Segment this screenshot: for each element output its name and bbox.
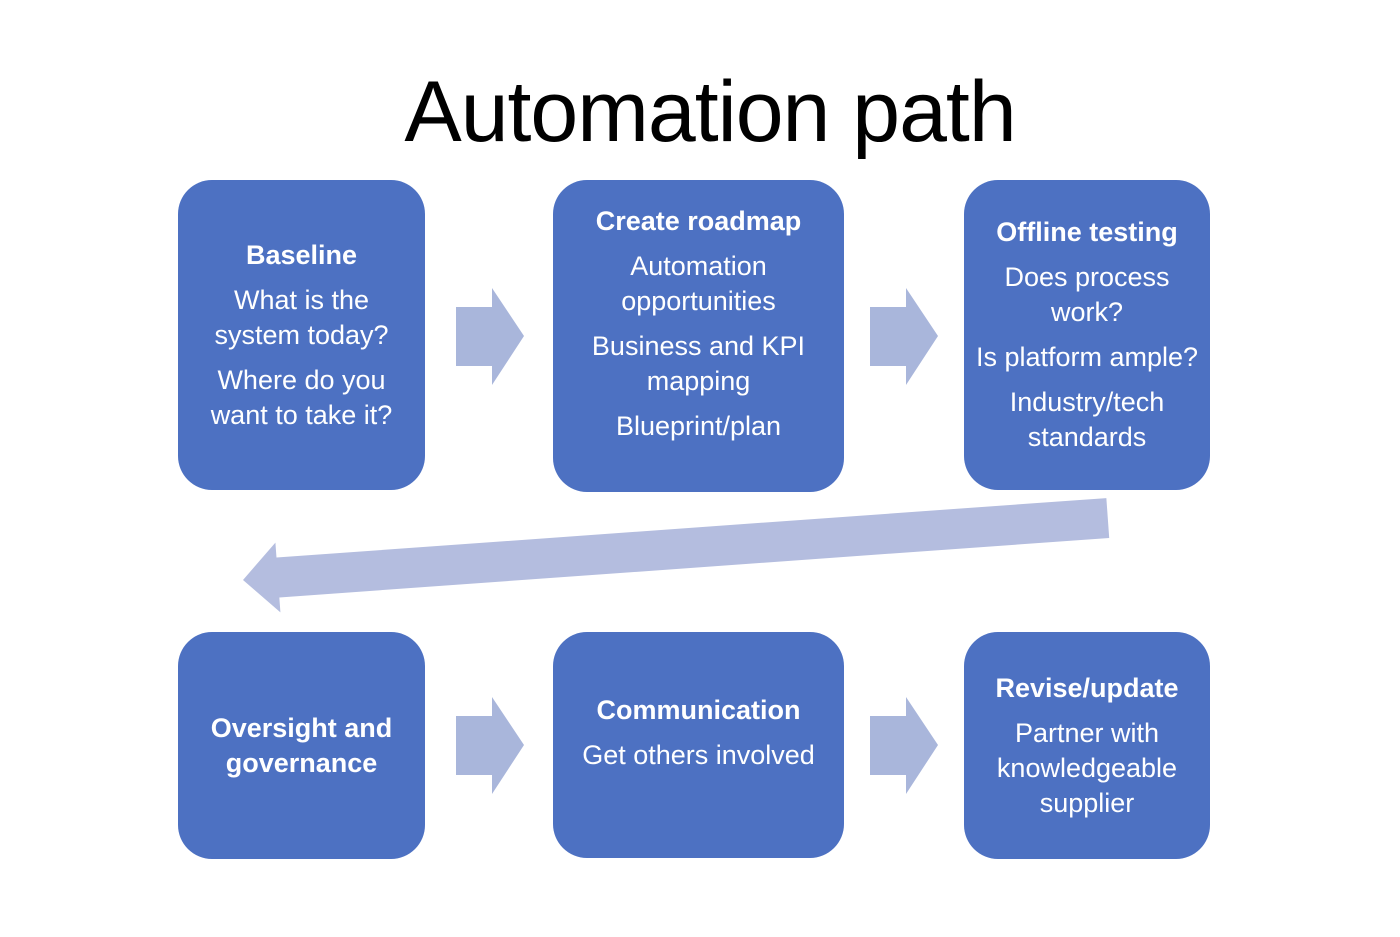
arrow-right-icon — [870, 697, 938, 794]
box-text: What is the system today? — [214, 284, 389, 350]
box-text: Does process work? — [1004, 262, 1170, 327]
box-text: Is platform ample? — [975, 342, 1199, 372]
box-heading: Communication — [596, 695, 801, 725]
return-arrow-icon — [243, 498, 1110, 613]
box-revise-update: Revise/update Partner with knowledgeable… — [964, 632, 1210, 859]
box-oversight-governance: Oversight and governance — [178, 632, 425, 859]
box-text: Partner with knowledgeable supplier — [996, 717, 1178, 818]
box-text: Get others involved — [582, 740, 815, 770]
box-heading: Oversight and governance — [210, 712, 393, 778]
box-heading: Offline testing — [996, 217, 1178, 247]
box-text: Business and KPI mapping — [591, 331, 806, 396]
arrow-right-icon — [456, 288, 524, 385]
box-create-roadmap: Create roadmap Automation opportunities … — [553, 180, 844, 492]
box-text: Blueprint/plan — [615, 411, 782, 441]
box-heading: Revise/update — [995, 672, 1179, 703]
arrow-right-icon — [870, 288, 938, 385]
page-title: Automation path — [404, 64, 1016, 160]
box-text: Industry/tech standards — [1009, 387, 1165, 452]
box-baseline: Baseline What is the system today? Where… — [178, 180, 425, 490]
box-text: Where do you want to take it? — [210, 364, 393, 430]
box-heading: Baseline — [245, 239, 358, 270]
box-heading: Create roadmap — [595, 206, 802, 236]
box-communication: Communication Get others involved — [553, 632, 844, 858]
box-offline-testing: Offline testing Does process work? Is pl… — [964, 180, 1210, 490]
box-text: Automation opportunities — [621, 251, 776, 316]
arrow-right-icon — [456, 697, 524, 794]
